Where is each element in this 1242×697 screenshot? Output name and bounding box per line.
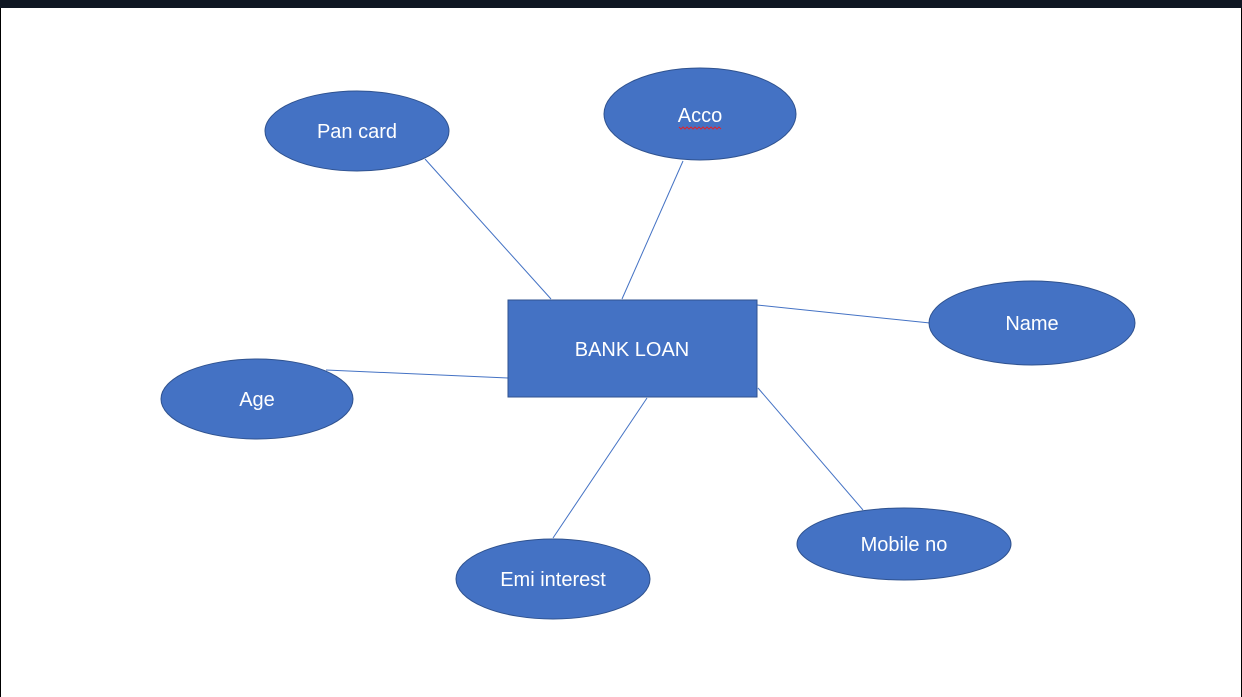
attribute-label: Emi interest [500, 569, 606, 591]
attribute-label: Age [239, 389, 275, 411]
diagram-canvas: BANK LOAN Pan card Acco Name Age [1, 8, 1241, 697]
attribute-ellipse [455, 538, 651, 620]
connector-emi-interest [552, 397, 648, 539]
connector-acco [621, 160, 684, 300]
attribute-label: Pan card [317, 121, 397, 143]
attribute-ellipse [603, 67, 797, 161]
attribute-label: Name [1005, 313, 1058, 335]
attribute-ellipse [796, 507, 1012, 581]
attribute-ellipse [264, 90, 450, 172]
attribute-ellipse [928, 280, 1136, 366]
attribute-age[interactable]: Age [160, 358, 354, 440]
connector-name [756, 304, 931, 324]
entity-bank-loan[interactable]: BANK LOAN [507, 299, 758, 398]
connector-mobile-no [757, 387, 864, 511]
window-top-bar [0, 0, 1242, 8]
attribute-label: Mobile no [861, 534, 948, 556]
attribute-emi-interest[interactable]: Emi interest [455, 538, 651, 620]
attribute-acco[interactable]: Acco [603, 67, 797, 161]
entity-label: BANK LOAN [575, 339, 689, 361]
connector-pan-card [424, 158, 552, 300]
attribute-pan-card[interactable]: Pan card [264, 90, 450, 172]
er-diagram: BANK LOAN Pan card Acco Name Age [160, 67, 1136, 620]
connector-age [325, 369, 509, 379]
attribute-ellipse [160, 358, 354, 440]
attribute-mobile-no[interactable]: Mobile no [796, 507, 1012, 581]
connectors [325, 158, 931, 539]
attribute-name[interactable]: Name [928, 280, 1136, 366]
spellcheck-underline [678, 126, 722, 130]
attribute-label: Acco [678, 105, 722, 127]
entity-box [507, 299, 758, 398]
